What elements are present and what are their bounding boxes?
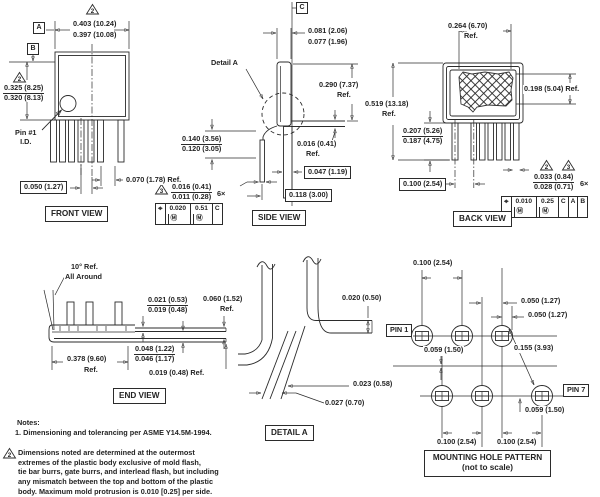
end-base: 0.048 (1.22)0.046 (1.17): [133, 344, 177, 364]
side-standoff: 0.016 (0.41): [296, 139, 338, 149]
front-stagger-box: 0.050 (1.27): [20, 181, 68, 194]
side-thickness-max: 0.081 (2.06): [307, 26, 349, 36]
side-view-title: SIDE VIEW: [252, 210, 307, 227]
front-width-min: 0.397 (10.08): [72, 30, 118, 40]
detail-dim-bot: 0.027 (0.70): [324, 398, 366, 408]
detail-dim-top: 0.020 (0.50): [341, 293, 383, 303]
side-lead-thickness: 0.016 (0.41)0.011 (0.28): [170, 182, 214, 202]
back-total-height-ref: Ref.: [381, 109, 397, 119]
side-span-box: 0.118 (3.00): [285, 189, 332, 202]
mount-row-offset2: 0.059 (1.50): [524, 405, 566, 415]
pin1-id-label: Pin #1 I.D.: [14, 128, 38, 147]
notes-heading: Notes:: [17, 418, 40, 427]
note-1: 1. Dimensioning and tolerancing per ASME…: [15, 428, 212, 437]
back-count: 6×: [580, 179, 589, 188]
back-pitch-box: 0.100 (2.54): [399, 178, 447, 191]
pin1-flag: PIN 1: [386, 324, 413, 337]
side-count: 6×: [217, 189, 226, 198]
mounting-title-line1: MOUNTING HOLE PATTERN: [432, 453, 543, 462]
end-lead-thickness: 0.021 (0.53)0.019 (0.48): [146, 295, 190, 315]
end-length-ref: Ref.: [83, 365, 99, 375]
end-view-drawing: [43, 273, 228, 370]
end-tip: 0.019 (0.48) Ref.: [148, 368, 206, 378]
back-lid-height: 0.198 (5.04) Ref.: [523, 84, 581, 94]
back-total-height: 0.519 (13.18): [364, 99, 410, 109]
side-body-height-ref: Ref.: [336, 90, 352, 100]
gel-area: [458, 71, 514, 113]
back-lid-width-ref: Ref.: [463, 31, 479, 41]
side-view-drawing: [205, 2, 358, 206]
back-pin-length: 0.207 (5.26)0.187 (4.75): [401, 126, 445, 146]
datum-b: B: [27, 43, 40, 55]
pin7-flag: PIN 7: [563, 384, 590, 397]
back-flag-b: 3: [567, 164, 571, 171]
position-symbol: ⌖: [158, 204, 163, 213]
mount-pitch-bot2: 0.100 (2.54): [496, 437, 538, 447]
mounting-hole-pattern-drawing: [393, 268, 563, 447]
end-length: 0.378 (9.60): [66, 354, 108, 364]
side-standoff-ref: Ref.: [305, 149, 321, 159]
mount-row-offset1: 0.059 (1.50): [423, 345, 465, 355]
note-flags: 2 2 3 2 3 2: [2, 3, 576, 459]
end-gap: 0.060 (1.52): [202, 294, 244, 304]
mount-offset2: 0.050 (1.27): [527, 310, 569, 320]
mount-diagonal: 0.155 (3.93): [513, 343, 555, 353]
detail-a-callout: Detail A: [210, 58, 239, 68]
side-flag: 3: [160, 188, 164, 195]
side-fcf: ⌖ 0.020 Ⓜ 0.51 Ⓜ C: [155, 203, 223, 225]
detail-a-drawing: [238, 256, 373, 404]
mount-offset1: 0.050 (1.27): [520, 296, 562, 306]
front-height-dim: 0.325 (8.25)0.320 (8.13): [2, 83, 46, 103]
front-flag-left: 2: [18, 76, 22, 83]
notes-flag: 2: [8, 452, 12, 459]
back-lead-width: 0.033 (0.84)0.028 (0.71): [532, 172, 576, 192]
mounting-title-line2: (not to scale): [462, 463, 513, 473]
side-lead-length: 0.140 (3.56)0.120 (3.05): [180, 134, 224, 154]
end-view-title: END VIEW: [113, 388, 166, 405]
mounting-pattern-title: MOUNTING HOLE PATTERN (not to scale): [424, 450, 551, 477]
back-view-title: BACK VIEW: [453, 211, 512, 228]
front-flag-top: 2: [91, 8, 95, 15]
front-lead-pitch: 0.070 (1.78) Ref.: [125, 175, 183, 185]
mount-pitch-top: 0.100 (2.54): [412, 258, 454, 268]
back-lid-width: 0.264 (6.70): [447, 21, 489, 31]
back-fcf: ⌖ 0.010 Ⓜ 0.25 Ⓜ C A B: [501, 196, 589, 218]
datum-c: C: [296, 2, 309, 14]
front-view-title: FRONT VIEW: [45, 206, 109, 223]
end-gap-ref: Ref.: [219, 304, 235, 314]
front-view-drawing: [9, 21, 130, 194]
detail-a-title: DETAIL A: [265, 425, 314, 442]
side-lead-width-box: 0.047 (1.19): [304, 166, 352, 179]
position-symbol: ⌖: [504, 197, 509, 206]
side-body-height: 0.290 (7.37): [318, 80, 360, 90]
end-draft2: All Around: [64, 272, 104, 282]
front-width-max: 0.403 (10.24): [72, 19, 118, 29]
datum-a: A: [33, 22, 46, 34]
end-draft: 10° Ref.: [70, 262, 99, 272]
side-thickness-min: 0.077 (1.96): [307, 37, 349, 47]
mount-pitch-bot1: 0.100 (2.54): [436, 437, 478, 447]
detail-dim-mid: 0.023 (0.58): [352, 379, 394, 389]
note-2: Dimensions noted are determined at the o…: [18, 448, 219, 496]
back-flag-a: 2: [545, 164, 549, 171]
